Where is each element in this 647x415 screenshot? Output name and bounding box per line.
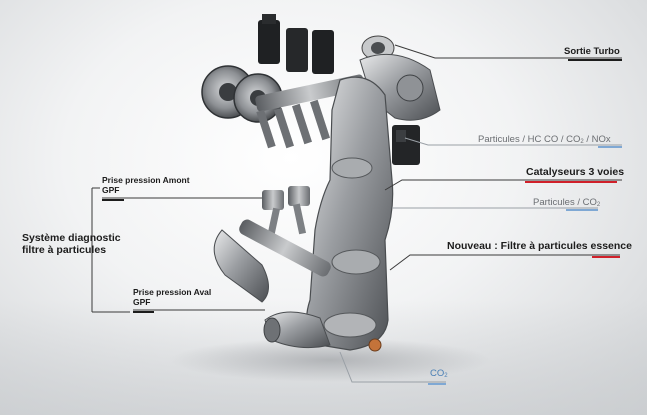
valvetrain [255,74,365,149]
label-particules-gaz-sub: 2 [580,139,584,145]
leader-lines-left [91,187,265,313]
label-filtre: Nouveau : Filtre à particules essence [447,240,632,252]
label-sortie-turbo: Sortie Turbo [564,46,620,57]
label-particules-gaz-suffix: / NOx [583,134,611,145]
leader-co2 [339,351,446,383]
label-prise-aval: Prise pression Aval GPF [133,287,211,307]
label-systeme-line2: filtre à particules [22,244,107,256]
pistons [262,186,310,239]
label-prise-amont-line2: GPF [102,185,120,195]
label-particules-gaz: Particules / HC CO / CO2 / NOx [478,134,611,145]
label-systeme-line1: Système diagnostic [22,232,121,244]
label-co2: CO2 [430,368,448,379]
label-particules-gaz-text: Particules / HC CO / CO [478,134,581,145]
leader-particules-gaz [404,137,622,146]
label-prise-aval-line1: Prise pression Aval [133,287,212,297]
tail-pipe [263,311,331,349]
leader-filtre [389,254,620,271]
ignition-coils [258,14,334,74]
leader-lines-right [339,44,622,385]
label-co2-text: CO [430,368,445,379]
ground-shadow [170,338,490,382]
label-particules-co2-text: Particules / CO [533,197,597,208]
label-particules-co2: Particules / CO2 [533,197,600,208]
label-prise-amont: Prise pression Amont GPF [102,175,190,195]
label-prise-amont-line1: Prise pression Amont [102,175,190,185]
leader-catalyseurs [384,179,622,191]
exhaust-line [306,76,394,352]
label-catalyseurs: Catalyseurs 3 voies [526,166,625,178]
leader-sortie-turbo [394,44,622,59]
sensor-block [392,125,420,165]
label-particules-co2-sub: 2 [596,202,601,208]
label-systeme-diagnostic: Système diagnostic filtre à particules [22,232,121,256]
label-co2-sub: 2 [444,373,448,379]
crankshaft [213,219,331,303]
label-prise-aval-line2: GPF [133,297,151,307]
